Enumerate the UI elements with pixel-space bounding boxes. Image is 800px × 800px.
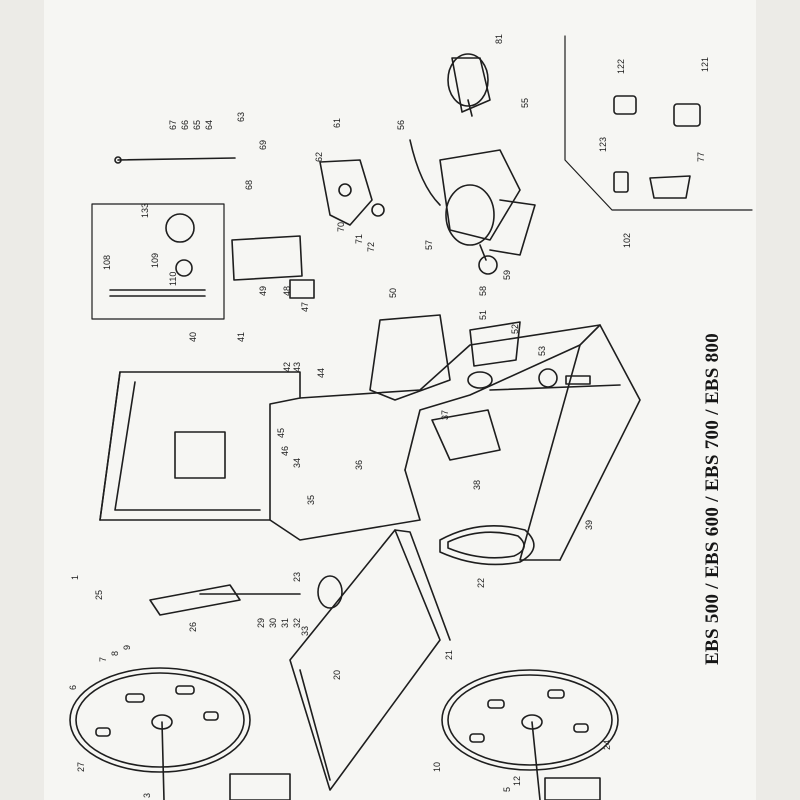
part-callout-56: 56 [396,120,406,130]
part-callout-10: 10 [432,762,442,772]
part-callout-63: 63 [236,112,246,122]
part-callout-70: 70 [336,222,346,232]
part-callout-7: 7 [98,657,108,662]
part-callout-66: 66 [180,120,190,130]
part-callout-34: 34 [292,458,302,468]
part-callout-133: 133 [140,203,150,218]
part-callout-1: 1 [70,575,80,580]
part-callout-110: 110 [168,272,178,286]
part-callout-42: 42 [282,362,292,372]
part-callout-27: 27 [76,762,86,772]
drawing-lines [69,35,753,800]
part-callout-46: 46 [280,446,290,456]
part-callout-55: 55 [520,98,530,108]
part-callout-68: 68 [244,180,254,190]
part-callout-26: 26 [188,622,198,632]
part-callout-39: 39 [584,520,594,530]
part-callout-29: 29 [256,618,266,628]
part-callout-61: 61 [332,118,342,128]
part-callout-40: 40 [188,332,198,342]
part-callout-62: 62 [314,152,324,162]
part-callout-22: 22 [476,578,486,588]
part-callout-32: 32 [292,618,302,628]
part-callout-48: 48 [282,286,292,296]
part-callout-31: 31 [280,618,290,628]
catalog-page [44,0,756,800]
part-callout-64: 64 [204,120,214,130]
part-callout-20: 20 [332,670,342,680]
part-callout-77: 77 [696,152,706,162]
part-callout-51: 51 [478,310,488,320]
part-callout-41: 41 [236,332,246,342]
part-callout-123: 123 [598,137,608,152]
part-callout-81: 81 [494,34,504,44]
part-callout-72: 72 [366,242,376,252]
part-callout-24: 24 [602,740,612,750]
part-callout-43: 43 [292,362,302,372]
part-callout-35: 35 [306,495,316,505]
part-callout-21: 21 [444,650,454,660]
part-callout-65: 65 [192,120,202,130]
part-callout-23: 23 [292,572,302,582]
part-callout-30: 30 [268,618,278,628]
part-callout-47: 47 [300,302,310,312]
part-callout-121: 121 [700,57,710,72]
part-callout-8: 8 [110,651,120,656]
part-callout-37: 37 [440,410,450,420]
document-title: EBS 500 / EBS 600 / EBS 700 / EBS 800 [702,333,723,665]
part-callout-67: 67 [168,120,178,130]
part-callout-122: 122 [616,59,626,74]
part-callout-6: 6 [68,685,78,690]
part-callout-3: 3 [142,793,152,798]
part-callout-5: 5 [502,787,512,792]
part-callout-69: 69 [258,140,268,150]
part-callout-33: 33 [300,626,310,636]
part-callout-50: 50 [388,288,398,298]
part-callout-52: 52 [510,324,520,334]
part-callout-71: 71 [354,234,364,244]
part-callout-58: 58 [478,286,488,296]
part-callout-57: 57 [424,240,434,250]
part-callout-53: 53 [537,346,547,356]
part-callout-36: 36 [354,460,364,470]
part-callout-25: 25 [94,590,104,600]
part-callout-108: 108 [102,255,112,270]
part-callout-12: 12 [512,776,522,786]
part-callout-109: 109 [150,253,160,268]
part-callout-59: 59 [502,270,512,280]
part-callout-9: 9 [122,645,132,650]
part-callout-45: 45 [276,428,286,438]
part-callout-38: 38 [472,480,482,490]
part-callout-49: 49 [258,286,268,296]
part-callout-44: 44 [316,368,326,378]
part-callout-102: 102 [622,233,632,248]
